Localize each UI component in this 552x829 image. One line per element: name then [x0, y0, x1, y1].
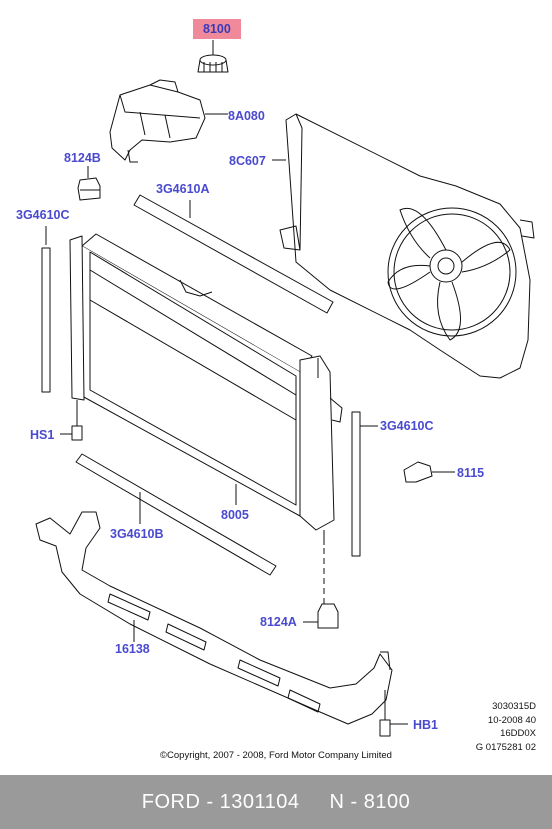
callout-3g4610a: 3G4610A: [156, 182, 210, 196]
callout-16138: 16138: [115, 642, 150, 656]
code-line: 10-2008 40: [487, 714, 536, 726]
seal-right: [351, 411, 378, 557]
seal-lower: [75, 453, 277, 576]
sensor-8115: [403, 461, 455, 483]
callout-8124a: 8124A: [260, 615, 297, 629]
seal-upper: [133, 194, 334, 314]
callout-8100: 8100: [193, 19, 241, 39]
callout-8124b: 8124B: [64, 151, 101, 165]
upper-mount: [77, 166, 101, 201]
code-line: G 0175281 02: [475, 741, 536, 753]
copyright-notice: ©Copyright, 2007 - 2008, Ford Motor Comp…: [160, 750, 392, 761]
code-line: 3030315D: [492, 701, 536, 712]
lower-mount: [303, 548, 339, 629]
callout-8c607: 8C607: [229, 154, 266, 168]
radiator: [69, 233, 343, 545]
callout-3g4610c-right: 3G4610C: [380, 419, 434, 433]
callout-hs1: HS1: [30, 428, 55, 442]
callout-3g4610c-left: 3G4610C: [16, 208, 70, 222]
callout-8a080: 8A080: [228, 109, 265, 123]
callout-8115: 8115: [457, 466, 485, 480]
reservoir-cap: [197, 40, 229, 73]
cross-member: [35, 511, 393, 725]
callout-3g4610b: 3G4610B: [110, 527, 164, 541]
drawing-codes: 3030315D 10-2008 40 16DD0X G 0175281 02: [466, 700, 536, 754]
bolt-hb1: [379, 690, 408, 737]
seal-left: [41, 226, 51, 393]
callout-8005: 8005: [221, 508, 249, 522]
footer-bar: FORD - 1301104 N - 8100: [0, 775, 552, 829]
footer-item-number: N - 8100: [329, 790, 411, 813]
fan-shroud: [272, 113, 535, 379]
footer-part-number: FORD - 1301104: [141, 790, 300, 813]
code-line: 16DD0X: [500, 728, 536, 739]
bolt-hs1: [60, 400, 83, 441]
callout-hb1: HB1: [413, 718, 439, 732]
expansion-tank: [109, 79, 228, 163]
